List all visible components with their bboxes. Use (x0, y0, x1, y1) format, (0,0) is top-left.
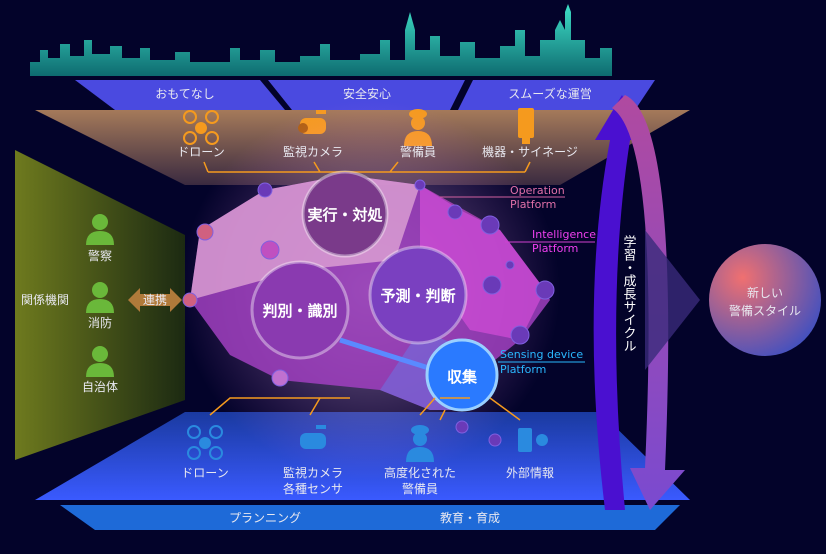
svg-text:予測・判断: 予測・判断 (380, 287, 455, 305)
bottom-devices: ドローン 監視カメラ 各種センサ 高度化された 警備員 外部情報 (181, 425, 554, 496)
operation-label: Operation (510, 184, 565, 197)
bottom-label-advanced: 高度化された (384, 465, 456, 480)
partner-fire: 消防 (88, 315, 112, 330)
partner-organizations: 関係機関 警察 消防 自治体 連携 (21, 214, 182, 394)
intelligence-label: Intelligence (532, 228, 596, 241)
cycle-label: 学習・成長サイクル (621, 234, 637, 352)
link-label: 連携 (143, 292, 167, 307)
partner-municipality: 自治体 (82, 380, 118, 394)
action-arrows-top (203, 161, 531, 180)
svg-text:収集: 収集 (447, 368, 478, 386)
value-band: おもてなし 安全安心 スムーズな運営 (75, 80, 655, 110)
svg-text:判別・識別: 判別・識別 (262, 302, 337, 320)
intelligence-label-2: Platform (532, 242, 578, 255)
sensing-arrows (209, 397, 521, 421)
police-icon (86, 214, 114, 245)
top-device-label-drone: ドローン (177, 145, 224, 159)
advanced-guard-icon (406, 425, 434, 462)
link-arrow-icon (128, 288, 182, 312)
core-predict: 予測・判断 (368, 245, 468, 345)
band-planning: プランニング (229, 511, 301, 525)
firefighter-icon (86, 282, 114, 313)
operation-label-2: Platform (510, 198, 556, 211)
learning-cycle: 学習・成長サイクル (593, 95, 700, 510)
bottom-label-guard: 警備員 (402, 481, 438, 496)
municipality-icon (86, 346, 114, 377)
new-security-style: 新しい 警備スタイル (709, 244, 821, 356)
drone-icon (183, 110, 219, 145)
value-safety: 安全安心 (343, 86, 391, 101)
sensing-label: Sensing device (500, 348, 583, 361)
top-device-label-guard: 警備員 (400, 144, 436, 159)
bottom-label-drone: ドローン (181, 466, 228, 480)
core-act: 実行・対処 (301, 170, 389, 258)
partner-police: 警察 (88, 248, 112, 263)
svg-text:警備スタイル: 警備スタイル (729, 303, 801, 318)
top-device-label-signage: 機器・サイネージ (482, 144, 578, 159)
camera-sensor-icon (300, 425, 326, 449)
partner-title: 関係機関 (21, 292, 69, 307)
core-collect: 収集 (425, 338, 499, 412)
bottom-label-external: 外部情報 (506, 465, 554, 480)
top-device-label-camera: 監視カメラ (283, 144, 343, 159)
bottom-label-camera: 監視カメラ (283, 465, 343, 480)
value-omotenashi: おもてなし (155, 87, 215, 101)
core-judge: 判別・識別 (250, 260, 350, 360)
bottom-band (60, 505, 680, 530)
platform-labels: Operation Platform Intelligence Platform… (440, 184, 596, 376)
svg-text:新しい: 新しい (747, 285, 783, 300)
band-education: 教育・育成 (440, 510, 500, 525)
bottom-label-sensor: 各種センサ (283, 481, 343, 496)
external-info-icon (518, 428, 548, 452)
top-device-labels: ドローン 監視カメラ 警備員 機器・サイネージ (177, 144, 578, 159)
value-smooth-operation: スムーズな運営 (508, 86, 591, 101)
drone-icon (187, 425, 223, 460)
sensing-label-2: Platform (500, 363, 546, 376)
signage-icon (518, 108, 534, 144)
city-skyline (30, 4, 612, 76)
svg-text:実行・対処: 実行・対処 (307, 206, 383, 224)
